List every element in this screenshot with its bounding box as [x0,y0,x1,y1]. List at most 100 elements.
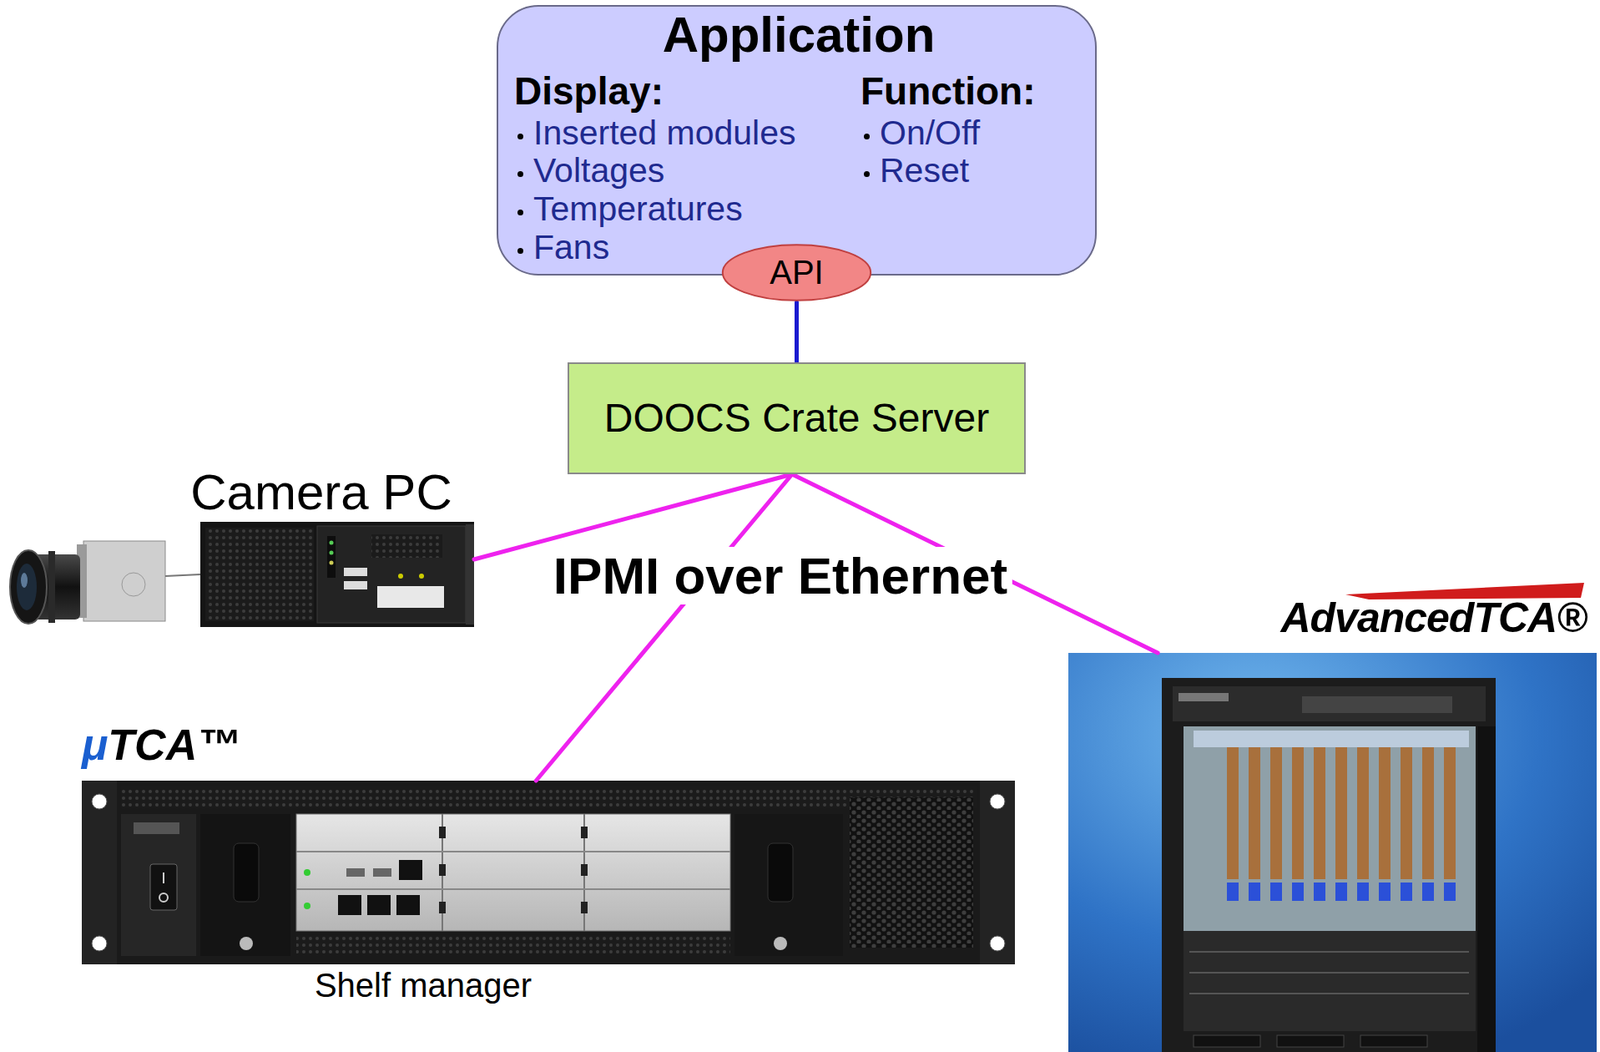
illustration-part [1183,726,1476,931]
bullet-item: Fans [515,228,610,268]
api-label: API [769,253,823,292]
illustration-part [734,813,843,956]
illustration-part [343,580,368,590]
illustration-part [1226,882,1239,901]
illustration-part [91,935,107,951]
bullet-item: Temperatures [515,190,743,229]
illustration-part [1335,747,1348,879]
illustration-part [1189,950,1469,953]
illustration-part [1161,677,1496,1052]
illustration-part [81,780,117,965]
illustration-part [989,935,1005,951]
illustration-part [303,868,311,876]
illustration-part [1378,882,1391,901]
illustration-part [1270,747,1283,879]
link-label: IPMI over Ethernet [548,546,1013,605]
illustration-part [1422,882,1434,901]
illustration-part [396,894,420,915]
illustration-part [580,826,588,838]
illustration-part [1292,747,1304,879]
illustration-part [233,842,259,902]
illustration-part [327,535,336,578]
illustration-part [1193,1034,1261,1047]
illustration-part [329,550,334,556]
illustration-part [1193,730,1469,748]
illustration-part [1400,882,1413,901]
illustration-part [1360,1034,1428,1047]
illustration-part [377,585,445,608]
atca-shelf-node: AdvancedTCA® [1068,652,1597,1052]
illustration-part [1248,747,1261,879]
illustration-part [133,822,180,834]
illustration-part [10,550,47,624]
bullet-item: Voltages [515,151,665,191]
device-heading: Camera PC [190,464,452,520]
illustration-part [1172,686,1486,722]
illustration-part [1443,747,1456,879]
application-box: ApplicationDisplay:Inserted modulesVolta… [496,5,1097,276]
illustration-part [1068,652,1597,1052]
illustration-part [371,534,443,558]
illustration-part [159,893,168,902]
illustration-part [979,780,1015,965]
utca-chassis-illustration [81,780,1015,965]
illustration-part [329,540,334,546]
api-ellipse: API [721,242,873,303]
illustration-part [373,868,392,877]
server-label: DOOCS Crate Server [604,395,990,441]
illustration-part [1357,747,1369,879]
illustration-part [317,525,466,623]
illustration-part [296,813,731,931]
illustration-part [439,863,446,876]
bullet-item: On/Off [862,114,980,153]
column-heading: Display: [514,70,664,114]
illustration-part [398,859,423,880]
illustration-part [1292,882,1304,901]
illustration-part [162,872,165,884]
server-box: DOOCS Crate Server [567,362,1026,475]
illustration-part [329,560,334,566]
illustration-part [121,786,977,808]
illustration-part [767,842,793,902]
column-heading: Function: [860,70,1036,114]
illustration-part [346,868,365,877]
illustration-part [1378,747,1391,879]
illustration-part [48,550,56,623]
illustration-part [989,793,1005,809]
camera-pc-node: Camera PC [5,515,475,629]
utca-logo: μTCA™ [81,720,241,769]
heading: Application [662,6,936,63]
illustration-part [1477,726,1496,1052]
illustration-part [1226,747,1239,879]
connector-line [535,474,793,781]
illustration-part [580,901,588,914]
part-label: Shelf manager [314,966,532,1005]
illustration-part [239,936,253,950]
illustration-part [1189,971,1469,974]
camera-illustration [10,540,201,624]
camera-pc-illustration [200,521,475,627]
illustration-part [205,527,314,621]
illustration-part [398,573,404,579]
illustration-part [773,936,788,950]
illustration-part [296,934,731,954]
bullet-item: Inserted modules [515,114,797,153]
illustration-part [296,850,731,853]
illustration-part [81,780,1015,965]
illustration-part [83,540,166,621]
illustration-part [1248,882,1261,901]
illustration-part [20,572,28,588]
illustration-part [1178,692,1229,702]
illustration-part [439,901,446,914]
illustration-part [1357,882,1369,901]
illustration-part [303,902,311,909]
illustration-part [1183,930,1476,1031]
illustration-part [1335,882,1348,901]
utca-shelf-node: μTCA™ [81,780,1015,965]
ellipse-shape [722,244,871,301]
illustration-part [1313,882,1326,901]
illustration-part [1443,882,1456,901]
illustration-part [165,574,201,576]
illustration-part [580,863,588,876]
